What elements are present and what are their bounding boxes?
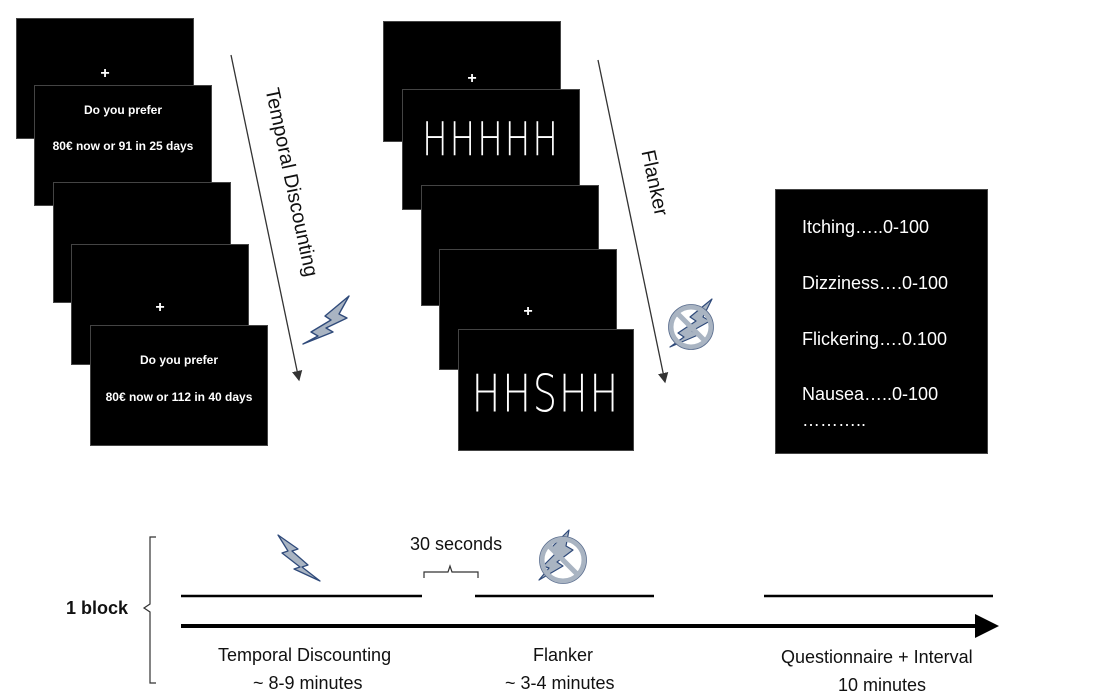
block-brace — [142, 536, 156, 684]
td-trial-1-options: 80€ now or 91 in 25 days — [52, 139, 194, 153]
pause-bracket — [423, 564, 479, 578]
flanker-stimulus-congruent: HHHHH — [422, 113, 560, 167]
td-fixation-1: + — [100, 65, 110, 82]
flanker-fixation-2: + — [523, 303, 533, 320]
questionnaire-item-dizziness: Dizziness….0-100 — [802, 273, 949, 293]
questionnaire-phase-name: Questionnaire + Interval — [781, 647, 973, 667]
timeline-crossed-out-lightning-icon — [538, 529, 587, 584]
td-trial-2-question: Do you prefer — [139, 353, 218, 367]
flanker-phase-name: Flanker — [533, 645, 594, 665]
questionnaire-item-ellipsis: ……….. — [802, 410, 867, 430]
block-label: 1 block — [66, 598, 129, 618]
td-screen-5: Do you prefer 80€ now or 112 in 40 days — [90, 325, 268, 446]
td-phase-duration: ~ 8-9 minutes — [253, 673, 363, 693]
flanker-fixation-1: + — [467, 70, 477, 87]
questionnaire-box: Itching…..0-100 Dizziness….0-100 Flicker… — [775, 189, 988, 454]
questionnaire-item-flickering: Flickering….0.100 — [802, 329, 948, 349]
td-phase-name: Temporal Discounting — [218, 645, 392, 665]
questionnaire-item-itching: Itching…..0-100 — [802, 217, 930, 237]
td-fixation-2: + — [155, 299, 165, 316]
timeline-lightning-bolt-icon — [277, 534, 321, 582]
questionnaire-phase-duration: 10 minutes — [838, 675, 927, 695]
flanker-phase-duration: ~ 3-4 minutes — [505, 673, 615, 693]
td-trial-1-question: Do you prefer — [83, 103, 162, 117]
questionnaire-item-nausea: Nausea…..0-100 — [802, 384, 939, 404]
lightning-bolt-icon — [302, 295, 350, 345]
flanker-screen-5: HHSHH — [458, 329, 634, 451]
crossed-out-lightning-icon — [668, 298, 714, 350]
flanker-stimulus-incongruent: HHSHH — [471, 364, 621, 424]
pause-label: 30 seconds — [410, 534, 503, 554]
flanker-sequence-arrow — [597, 59, 669, 384]
td-trial-2-options: 80€ now or 112 in 40 days — [105, 390, 253, 404]
td-sequence-arrow — [230, 54, 303, 382]
